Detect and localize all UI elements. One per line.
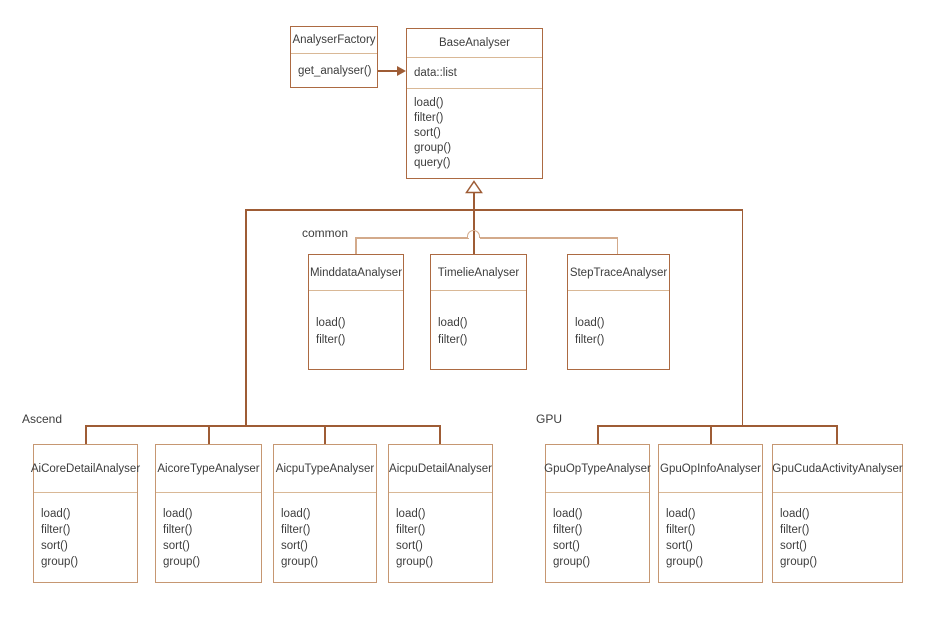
- class-method: sort(): [780, 540, 807, 552]
- class-title: GpuOpInfoAnalyser: [659, 445, 762, 493]
- class-method: filter(): [396, 524, 426, 536]
- inheritance-triangle-icon: [465, 180, 483, 194]
- class-title: TimelieAnalyser: [431, 255, 526, 291]
- class-method: filter(): [780, 524, 810, 536]
- class-method: group(): [780, 556, 818, 568]
- class-method: group(): [553, 556, 591, 568]
- class-method: load(): [780, 508, 810, 520]
- arrowhead-icon: [397, 66, 406, 76]
- class-method: sort(): [281, 540, 308, 552]
- class-method: sort(): [414, 127, 441, 139]
- class-method: group(): [414, 142, 452, 154]
- class-box-aicoredetailanalyser: AiCoreDetailAnalyser load() filter() sor…: [31, 444, 140, 583]
- class-method: filter(): [438, 334, 468, 346]
- class-method: load(): [438, 317, 468, 329]
- class-method: load(): [553, 508, 583, 520]
- class-title: GpuCudaActivityAnalyser: [772, 445, 903, 493]
- class-title: AiCoreDetailAnalyser: [31, 445, 140, 493]
- connector-drop-gpuoptype: [597, 425, 599, 444]
- class-method: sort(): [163, 540, 190, 552]
- class-method: load(): [414, 97, 444, 109]
- class-method: filter(): [553, 524, 583, 536]
- connector-drop-aicoretype: [208, 425, 210, 444]
- class-box-steptraceanalyser: StepTraceAnalyser load() filter(): [567, 254, 670, 370]
- class-method: filter(): [163, 524, 193, 536]
- class-method: filter(): [41, 524, 71, 536]
- class-method: sort(): [666, 540, 693, 552]
- class-method: group(): [163, 556, 201, 568]
- class-title: AicpuTypeAnalyser: [274, 445, 376, 493]
- class-title: StepTraceAnalyser: [568, 255, 669, 291]
- class-method: load(): [163, 508, 193, 520]
- class-method: filter(): [666, 524, 696, 536]
- group-label-gpu: GPU: [536, 412, 563, 426]
- class-box-gpuoptypeanalyser: GpuOpTypeAnalyser load() filter() sort()…: [544, 444, 651, 583]
- class-method: group(): [41, 556, 79, 568]
- class-method: group(): [281, 556, 319, 568]
- class-box-aicputypeanalyser: AicpuTypeAnalyser load() filter() sort()…: [273, 444, 377, 583]
- class-method: get_analyser(): [298, 65, 372, 77]
- class-method: filter(): [414, 112, 444, 124]
- group-frame-common: common: [294, 222, 688, 392]
- group-frame-gpu: GPU: [528, 408, 914, 592]
- class-method: sort(): [553, 540, 580, 552]
- class-title: MinddataAnalyser: [309, 255, 403, 291]
- class-method: load(): [666, 508, 696, 520]
- connector-gpu-horizontal: [597, 425, 838, 427]
- connector-drop-minddata: [355, 237, 357, 255]
- connector-drop-aicpudetail: [439, 425, 441, 444]
- class-method: group(): [396, 556, 434, 568]
- connector-drop-gpuopinfo: [710, 425, 712, 444]
- connector-common-horizontal-right: [480, 237, 618, 239]
- connector-bus-right-vertical: [741, 209, 743, 426]
- class-attribute: data::list: [407, 58, 542, 89]
- class-method: load(): [281, 508, 311, 520]
- connector-center-vertical-through-hop: [473, 231, 475, 255]
- class-box-aicoretypeanalyser: AicoreTypeAnalyser load() filter() sort(…: [155, 444, 262, 583]
- class-method: load(): [316, 317, 346, 329]
- group-label-ascend: Ascend: [22, 412, 63, 426]
- connector-bus-horizontal: [245, 209, 743, 211]
- class-method: filter(): [281, 524, 311, 536]
- class-method: load(): [575, 317, 605, 329]
- connector-drop-aicoredetail: [85, 425, 87, 444]
- class-box-aicpudetailanalyser: AicpuDetailAnalyser load() filter() sort…: [388, 444, 493, 583]
- class-method: filter(): [575, 334, 605, 346]
- class-box-analyserfactory: AnalyserFactory get_analyser(): [290, 26, 378, 88]
- class-box-timelieanalyser: TimelieAnalyser load() filter(): [430, 254, 527, 370]
- class-title: AnalyserFactory: [291, 27, 377, 54]
- connector-drop-gpucuda: [836, 425, 838, 444]
- class-box-gpuopinfoanalyser: GpuOpInfoAnalyser load() filter() sort()…: [658, 444, 763, 583]
- class-title: GpuOpTypeAnalyser: [544, 445, 651, 493]
- class-method: load(): [41, 508, 71, 520]
- connector-drop-aicputype: [324, 425, 326, 444]
- class-method: query(): [414, 157, 451, 169]
- group-frame-ascend: Ascend: [14, 408, 507, 590]
- group-label-common: common: [302, 226, 349, 240]
- class-title: AicpuDetailAnalyser: [389, 445, 492, 493]
- class-method: sort(): [41, 540, 68, 552]
- class-box-minddataanalyser: MinddataAnalyser load() filter(): [308, 254, 404, 370]
- connector-bus-left-vertical: [245, 209, 247, 426]
- association-line: [378, 70, 399, 72]
- connector-common-horizontal-left: [355, 237, 469, 239]
- class-method: filter(): [316, 334, 346, 346]
- class-method: load(): [396, 508, 426, 520]
- class-box-baseanalyser: BaseAnalyser data::list load() filter() …: [406, 28, 543, 179]
- class-box-gpucudaactivityanalyser: GpuCudaActivityAnalyser load() filter() …: [772, 444, 903, 583]
- class-title: AicoreTypeAnalyser: [156, 445, 261, 493]
- connector-ascend-horizontal: [86, 425, 440, 427]
- connector-center-vertical: [473, 193, 475, 255]
- class-method: sort(): [396, 540, 423, 552]
- class-title: BaseAnalyser: [407, 29, 542, 58]
- class-method: group(): [666, 556, 704, 568]
- connector-drop-steptrace: [616, 237, 618, 255]
